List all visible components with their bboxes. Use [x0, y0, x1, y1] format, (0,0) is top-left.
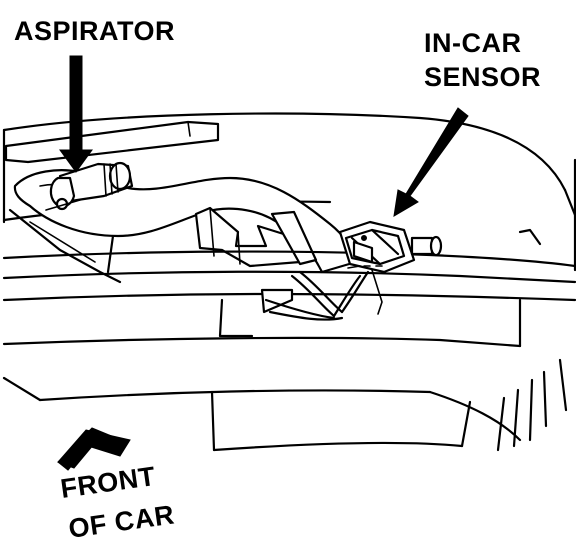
in-car-label-line1: IN-CAR: [424, 28, 522, 58]
defroster-slot: [4, 120, 220, 164]
sensor-pointer-arrow: [393, 107, 469, 217]
in-car-sensor: [338, 220, 443, 274]
aspirator-pointer-arrow: [59, 55, 93, 173]
aspirator-label: ASPIRATOR: [14, 16, 175, 46]
lower-panel: [2, 298, 522, 452]
right-vent: [496, 158, 576, 452]
in-car-label-line2: SENSOR: [424, 62, 541, 92]
sensor-harness: [260, 269, 383, 321]
front-of-car-arrow: [57, 427, 131, 471]
aspirator-body: [45, 161, 134, 211]
front-label-line2: OF CAR: [67, 499, 177, 544]
